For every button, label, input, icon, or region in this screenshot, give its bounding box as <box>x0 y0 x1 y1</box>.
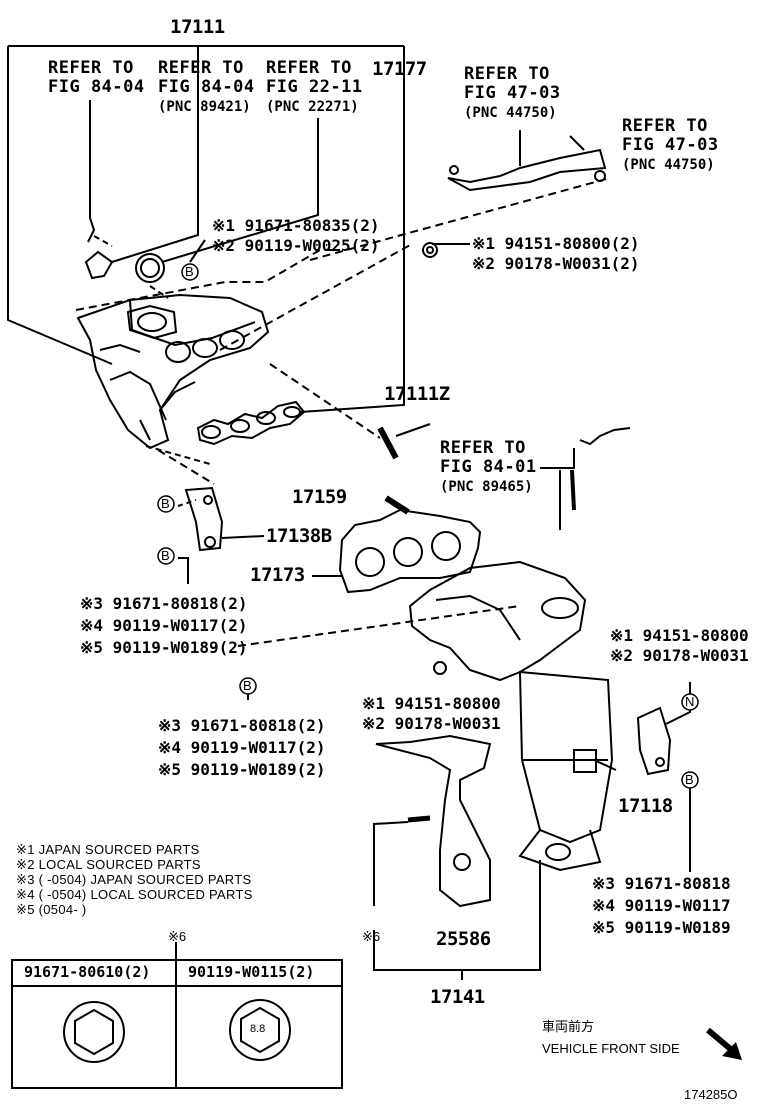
leader-ref2 <box>111 118 199 263</box>
direction-jp: 車両前方 <box>542 1019 595 1034</box>
table-col1: 91671-80610(2) <box>24 963 151 981</box>
sensor-clip <box>84 250 114 280</box>
leader-stud-top <box>189 239 206 263</box>
fastener-label: ※5 90119-W0189(2) <box>80 638 248 657</box>
hex-bolt-plain <box>63 1001 125 1063</box>
part-17118: 17118 <box>618 795 673 817</box>
part-17173: 17173 <box>250 564 305 586</box>
catalytic-converter <box>518 670 614 844</box>
fastener-label: ※2 90178-W0031(2) <box>472 254 640 273</box>
table-mark: ※6 <box>168 929 187 944</box>
bracket-17118 <box>636 706 672 776</box>
refer-block: REFER TO FIG 47-03 (PNC 44750) <box>622 116 719 173</box>
sourcing-legend: ※1 JAPAN SOURCED PARTS ※2 LOCAL SOURCED … <box>16 842 253 917</box>
part-17177: 17177 <box>372 58 427 80</box>
leader-17177 <box>299 78 405 413</box>
bolt-grade-mark: 8.8 <box>250 1023 266 1035</box>
part-25586: 25586 <box>436 928 491 950</box>
leader-17111 <box>7 45 405 365</box>
marker-n: N <box>685 694 695 709</box>
exhaust-gasket <box>338 508 482 594</box>
fastener-label: ※3 91671-80818(2) <box>80 594 248 613</box>
fastener-label: ※5 90119-W0189(2) <box>158 760 326 779</box>
fastener-label: ※3 91671-80818 <box>592 874 731 893</box>
fastener-label: ※4 90119-W0117 <box>592 896 731 915</box>
hex-bolt-marked <box>229 999 291 1061</box>
insulator-bolt <box>407 815 431 823</box>
sensor-wire <box>447 148 607 192</box>
refer-block: REFER TO FIG 84-04 (PNC 89421) <box>158 58 255 115</box>
fastener-label: ※2 90178-W0031 <box>610 646 749 665</box>
exhaust-manifold <box>408 560 587 682</box>
leader-ref6 <box>540 448 575 469</box>
marker-b: B <box>161 496 170 511</box>
fastener-label: ※2 90178-W0031 <box>362 714 501 733</box>
stud-17159 <box>384 495 410 515</box>
mark-six: ※6 <box>362 929 381 944</box>
heat-insulator <box>375 734 492 908</box>
refer-block: REFER TO FIG 84-04 <box>48 58 145 97</box>
fastener-label: ※1 91671-80835(2) <box>212 216 380 235</box>
fastener-label: ※3 91671-80818(2) <box>158 716 326 735</box>
part-17111: 17111 <box>170 16 225 38</box>
fastener-label: ※4 90119-W0117(2) <box>158 738 326 757</box>
part-17138b: 17138B <box>266 525 332 547</box>
direction-en: VEHICLE FRONT SIDE <box>542 1041 680 1056</box>
figure-code: 174285O <box>684 1087 738 1102</box>
marker-b: B <box>685 772 694 787</box>
bracket-17138b <box>184 486 224 552</box>
marker-b: B <box>243 678 252 693</box>
fastener-label: ※4 90119-W0117(2) <box>80 616 248 635</box>
fastener-label: ※2 90119-W0025(2) <box>212 236 380 255</box>
fastener-label: ※1 94151-80800 <box>362 694 501 713</box>
nut-top <box>422 242 438 258</box>
leader-ref5 <box>569 135 585 151</box>
manifold-upper <box>76 293 270 450</box>
o2-sensor <box>579 427 631 446</box>
fastener-label: ※5 90119-W0189 <box>592 918 731 937</box>
stud-17111z <box>377 426 399 460</box>
nut-mid <box>433 661 447 675</box>
refer-block: REFER TO FIG 22-11 (PNC 22271) <box>266 58 363 115</box>
gasket-ring <box>135 253 165 283</box>
fastener-label: ※1 94151-80800(2) <box>472 234 640 253</box>
part-17159: 17159 <box>292 486 347 508</box>
table-col2: 90119-W0115(2) <box>188 963 315 981</box>
leader-17141 <box>373 860 541 971</box>
refer-block: REFER TO FIG 47-03 (PNC 44750) <box>464 64 561 121</box>
refer-block: REFER TO FIG 84-01 (PNC 89465) <box>440 438 537 495</box>
part-17111z: 17111Z <box>384 383 450 405</box>
marker-b: B <box>185 264 194 279</box>
leader-ref3 <box>161 118 319 263</box>
part-17141: 17141 <box>430 986 485 1008</box>
marker-b: B <box>161 548 170 563</box>
fastener-label: ※1 94151-80800 <box>610 626 749 645</box>
